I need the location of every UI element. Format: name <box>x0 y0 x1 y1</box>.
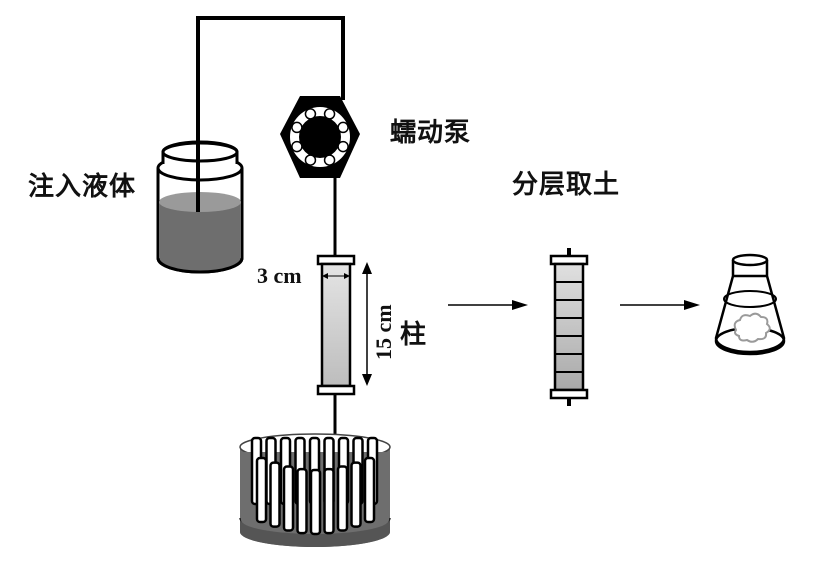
collector-tube <box>255 456 268 524</box>
collector-tube <box>309 468 322 536</box>
label-peristaltic-pump: 蠕动泵 <box>390 118 472 148</box>
pump-roller <box>323 108 336 120</box>
label-layered-sampling: 分层取土 <box>512 170 621 200</box>
collector-tube <box>350 461 362 528</box>
label-column-width: 3 cm <box>257 263 302 288</box>
fraction-collector <box>239 433 391 547</box>
label-column: 柱 <box>400 320 428 350</box>
collector-tube <box>296 467 308 535</box>
pump-roller <box>323 154 336 166</box>
collector-tube <box>282 465 295 532</box>
pump-roller <box>304 108 317 120</box>
pump-roller <box>291 140 303 153</box>
label-inject-liquid: 注入液体 <box>28 172 137 202</box>
arrow-2 <box>620 300 700 310</box>
soil-sample-cloud <box>733 312 771 343</box>
reservoir-liquid <box>159 202 241 271</box>
pump-roller <box>337 140 349 153</box>
arrow-1 <box>448 300 528 310</box>
tubing-top <box>196 16 345 210</box>
soil-column <box>316 254 372 396</box>
pump-roller <box>337 121 349 134</box>
sectioned-column <box>549 248 589 406</box>
pump-roller <box>291 121 303 134</box>
collector-tube <box>323 467 335 535</box>
label-column-height: 15 cm <box>371 304 396 360</box>
reservoir-beaker <box>156 140 244 274</box>
collector-tube <box>269 461 281 528</box>
peristaltic-pump <box>280 96 360 178</box>
erlenmeyer-flask <box>714 253 786 356</box>
pump-roller <box>304 154 317 166</box>
collector-tube <box>336 465 349 532</box>
collector-tube <box>363 456 376 524</box>
